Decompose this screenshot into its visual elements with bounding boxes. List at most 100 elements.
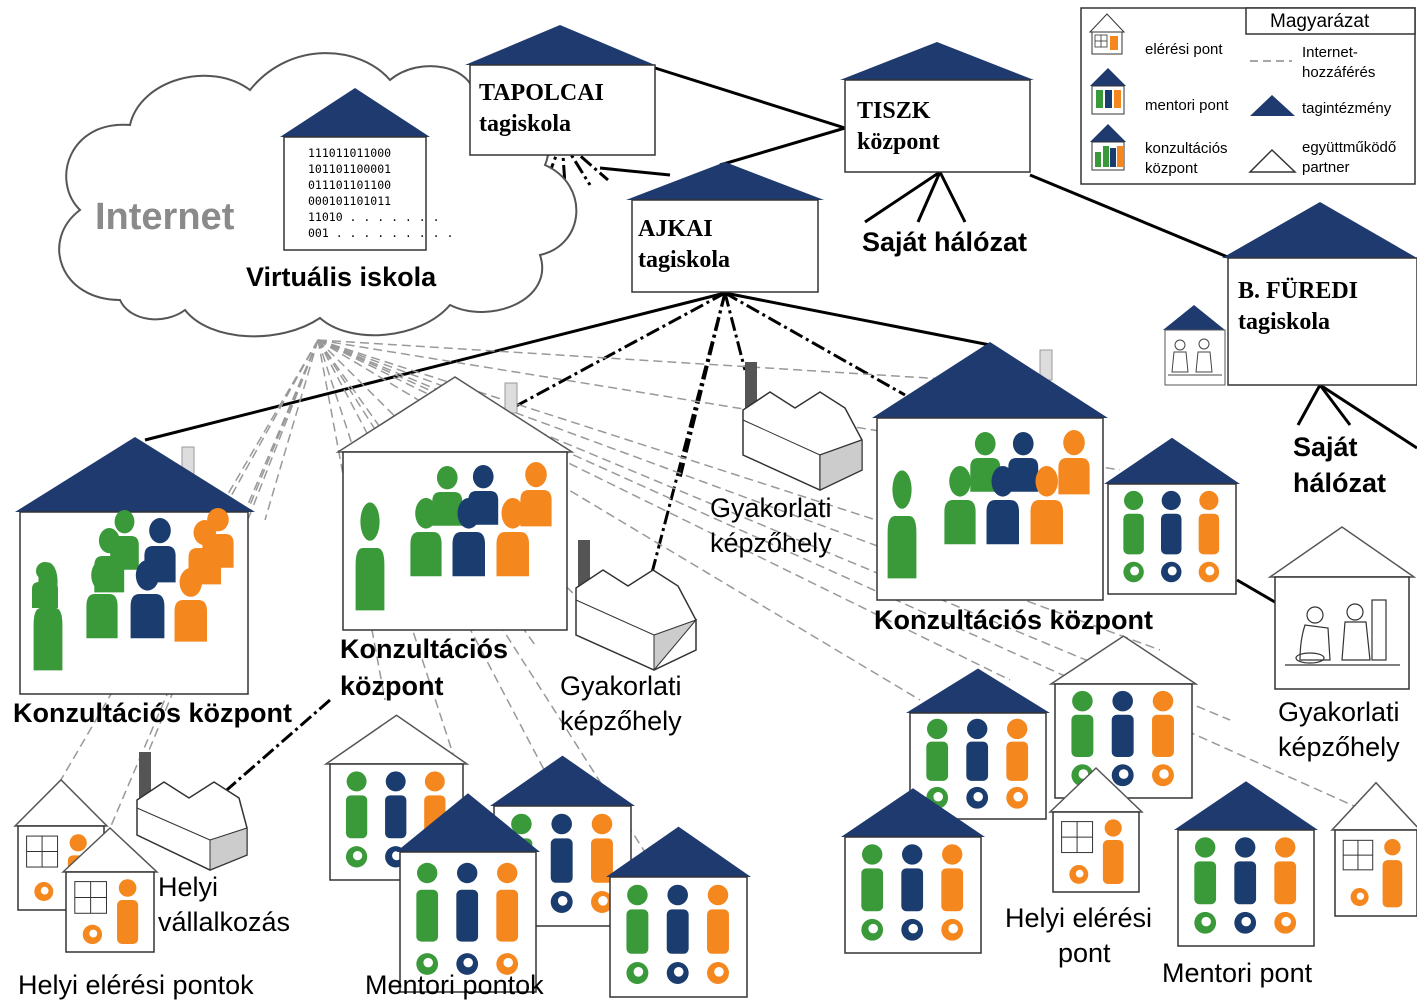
access-point-label-1: Helyi elérési [1005, 903, 1152, 933]
practice-b-label-1: Gyakorlati [560, 671, 682, 701]
person-icon [862, 844, 883, 865]
tiszk-name: TISZK [857, 98, 931, 124]
consult-left-label: Konzultációs központ [13, 698, 292, 728]
person-icon [1275, 837, 1296, 858]
legend-mentor: mentori pont [1145, 97, 1229, 114]
consult-mid-label-2: központ [340, 671, 443, 701]
person-icon [69, 834, 87, 852]
legend: Magyarázat elérési pont mentori pont [1080, 7, 1416, 185]
consult-center-mid: Konzultációs központ [335, 376, 575, 701]
mentor-point-house [396, 793, 540, 993]
mentor-point-house [1174, 781, 1318, 947]
person-icon [424, 771, 445, 792]
mentor-point-house [906, 668, 1050, 820]
person-icon [627, 884, 648, 906]
legend-partner-1: együttműködő [1302, 139, 1396, 156]
own-network-label-right-2: hálózat [1293, 468, 1386, 498]
people-group [887, 430, 1090, 579]
ajkai-school: AJKAI tagiskola [626, 162, 824, 293]
access-points [13, 766, 1417, 953]
legend-title: Magyarázat [1270, 11, 1370, 32]
factory-b: Gyakorlati képzőhely [560, 540, 698, 736]
access-points-label: Helyi elérési pontok [18, 970, 254, 1000]
person-icon [1112, 690, 1133, 712]
bfuredi-type: tagiskola [1238, 309, 1330, 335]
person-icon [1161, 490, 1181, 511]
legend-consult-1: konzultációs [1145, 140, 1228, 157]
person-icon [591, 813, 613, 835]
person-icon [1235, 837, 1256, 858]
legend-partner-2: partner [1302, 159, 1350, 176]
person-icon [417, 862, 438, 884]
person-icon [1384, 839, 1401, 856]
legend-internet-2: hozzáférés [1302, 64, 1375, 81]
tapolcai-name: TAPOLCAI [479, 80, 604, 106]
virtual-school: 111011011000 101101100001 011101101100 0… [246, 88, 453, 292]
binary-line: 11010 . . . . . . . [308, 210, 440, 224]
virtual-school-label: Virtuális iskola [246, 262, 437, 292]
own-network-label: Saját hálózat [862, 227, 1027, 257]
tiszk-type: központ [857, 129, 940, 155]
consult-center-icon [1090, 124, 1126, 171]
person-icon [927, 718, 948, 740]
practice-c-label-2: képzőhely [1278, 732, 1400, 762]
person-icon [346, 771, 367, 792]
people-group [32, 508, 234, 671]
person-icon [1007, 718, 1028, 740]
bfuredi-name: B. FÜREDI [1238, 278, 1358, 304]
practice-partner-right: Gyakorlati képzőhely [1267, 526, 1417, 762]
consult-center-left: Konzultációs központ [13, 437, 292, 728]
legend-consult-2: központ [1145, 160, 1198, 177]
ajkai-name: AJKAI [638, 216, 713, 242]
access-point-house [61, 826, 159, 953]
person-icon [497, 862, 518, 884]
mentor-point-house [841, 788, 985, 954]
people-group [355, 462, 552, 611]
member-icon [1250, 95, 1295, 116]
mentor-point-house [606, 826, 751, 998]
consult-center-right: Konzultációs központ [872, 342, 1153, 635]
mentor-point-house [1104, 437, 1240, 595]
local-business-label-1: Helyi [158, 872, 218, 902]
bfuredi-school: B. FÜREDI tagiskola [1163, 202, 1417, 386]
binary-line: 101101100001 [308, 162, 391, 176]
tiszk-center: TISZK központ [840, 42, 1034, 173]
ajkai-type: tagiskola [638, 247, 730, 273]
binary-line: 011101101100 [308, 178, 391, 192]
person-icon [902, 844, 923, 865]
own-network-label-right: Saját [1293, 432, 1358, 462]
consult-mid-label-1: Konzultációs [340, 634, 508, 664]
person-icon [511, 813, 532, 835]
person-icon [1104, 819, 1122, 837]
factory-local: Helyi vállalkozás [136, 752, 290, 937]
legend-member: tagintézmény [1302, 100, 1392, 117]
practice-a-label-1: Gyakorlati [710, 493, 832, 523]
access-point-house [1330, 781, 1417, 917]
practice-b-label-2: képzőhely [560, 706, 682, 736]
person-icon [707, 884, 729, 906]
access-point-label-2: pont [1058, 938, 1111, 968]
mentor-points-label: Mentori pontok [365, 970, 544, 1000]
binary-line: 111011011000 [308, 146, 391, 160]
practice-a-label-2: képzőhely [710, 528, 832, 558]
binary-line: 000101101011 [308, 194, 391, 208]
legend-internet-1: Internet- [1302, 44, 1358, 61]
person-icon [667, 884, 688, 906]
binary-line: 001 . . . . . . . . . [308, 226, 453, 240]
person-icon [967, 718, 988, 740]
access-point-house [1048, 766, 1144, 893]
mentor-point-icon [1090, 68, 1126, 115]
internet-label: Internet [95, 196, 235, 238]
person-icon [457, 862, 478, 884]
practice-c-label-1: Gyakorlati [1278, 697, 1400, 727]
person-icon [1152, 690, 1174, 712]
person-icon [1072, 690, 1093, 712]
tapolcai-type: tagiskola [479, 111, 571, 137]
person-icon [1199, 490, 1219, 511]
mentor-point-house [1048, 635, 1199, 799]
person-icon [1195, 837, 1216, 858]
mentor-points [323, 437, 1318, 998]
person-icon [385, 771, 406, 792]
person-icon [118, 879, 137, 897]
